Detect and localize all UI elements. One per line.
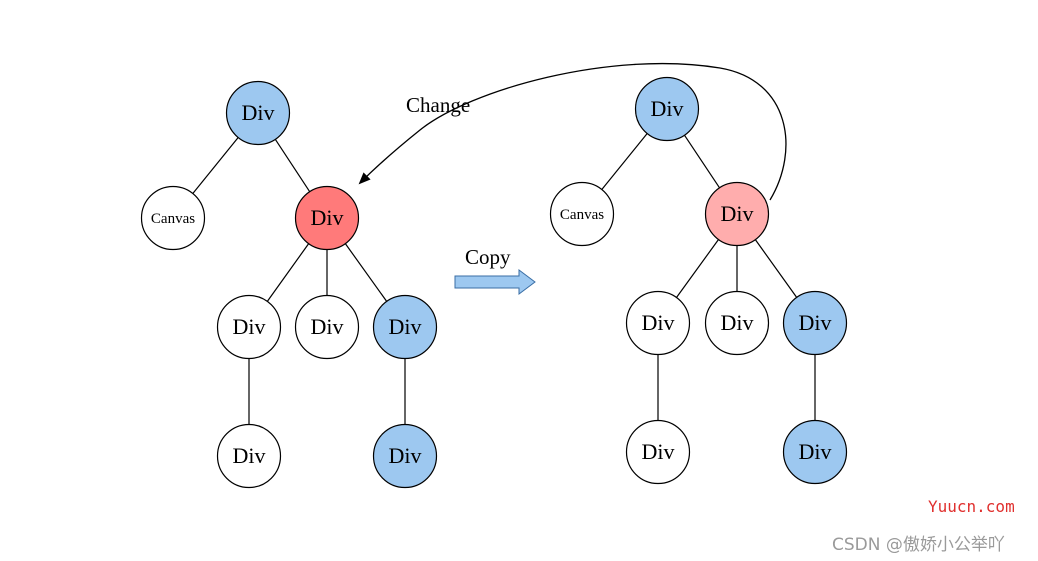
node-label: Div	[799, 439, 832, 464]
node-label: Div	[642, 310, 675, 335]
node-circle	[372, 294, 438, 360]
node-label: Div	[311, 314, 344, 339]
node-label: Div	[642, 439, 675, 464]
left-tree-edge-changed-child3	[344, 243, 388, 302]
node-label: Div	[389, 443, 422, 468]
node-circle	[782, 419, 848, 485]
change-label: Change	[406, 93, 470, 117]
node-circle	[216, 423, 282, 489]
left-tree-node-child1: Div	[216, 294, 282, 360]
node-label: Div	[233, 443, 266, 468]
left-tree-node-canvas: Canvas	[140, 185, 206, 251]
node-circle	[294, 185, 360, 251]
left-tree-node-changed: Div	[294, 185, 360, 251]
right-tree-edge-copied-child3	[754, 239, 798, 298]
left-tree-node-child3: Div	[372, 294, 438, 360]
right-tree-node-child3: Div	[782, 290, 848, 356]
node-label: Div	[311, 205, 344, 230]
node-label: Div	[242, 100, 275, 125]
right-tree-node-grandchild3: Div	[782, 419, 848, 485]
node-circle	[225, 80, 291, 146]
author-watermark: CSDN @傲娇小公举吖	[832, 535, 1005, 555]
node-circle	[216, 294, 282, 360]
node-label: Div	[651, 96, 684, 121]
node-label: Div	[799, 310, 832, 335]
left-tree-edge-changed-child1	[266, 243, 310, 302]
node-label: Div	[721, 201, 754, 226]
node-circle	[294, 294, 360, 360]
right-tree-edge-copied-child1	[675, 239, 720, 298]
node-label: Canvas	[560, 207, 604, 223]
copy-arrow	[454, 269, 536, 295]
node-label: Canvas	[151, 211, 195, 227]
node-label: Div	[233, 314, 266, 339]
node-circle	[549, 181, 615, 247]
left-tree-node-child2: Div	[294, 294, 360, 360]
right-tree-node-copied: Div	[704, 181, 770, 247]
node-label: Div	[389, 314, 422, 339]
node-circle	[625, 419, 691, 485]
right-tree-edge-root-copied	[683, 134, 721, 189]
site-watermark: Yuucn.com	[928, 497, 1015, 516]
node-label: Div	[721, 310, 754, 335]
change-arrow	[358, 62, 787, 201]
left-tree-edge-root-changed	[274, 138, 311, 193]
right-tree-edge-root-canvas	[601, 133, 648, 190]
left-tree-edge-root-canvas	[192, 137, 239, 194]
left-tree-node-grandchild3: Div	[372, 423, 438, 489]
node-circle	[782, 290, 848, 356]
right-tree-node-child2: Div	[704, 290, 770, 356]
right-tree-node-child1: Div	[625, 290, 691, 356]
node-circle	[140, 185, 206, 251]
node-circle	[372, 423, 438, 489]
node-circle	[704, 181, 770, 247]
right-tree-node-root: Div	[634, 76, 700, 142]
right-tree-node-canvas: Canvas	[549, 181, 615, 247]
right-tree-node-grandchild1: Div	[625, 419, 691, 485]
left-tree-node-root: Div	[225, 80, 291, 146]
node-circle	[625, 290, 691, 356]
left-tree-node-grandchild1: Div	[216, 423, 282, 489]
node-circle	[634, 76, 700, 142]
copy-label: Copy	[465, 245, 511, 269]
node-circle	[704, 290, 770, 356]
